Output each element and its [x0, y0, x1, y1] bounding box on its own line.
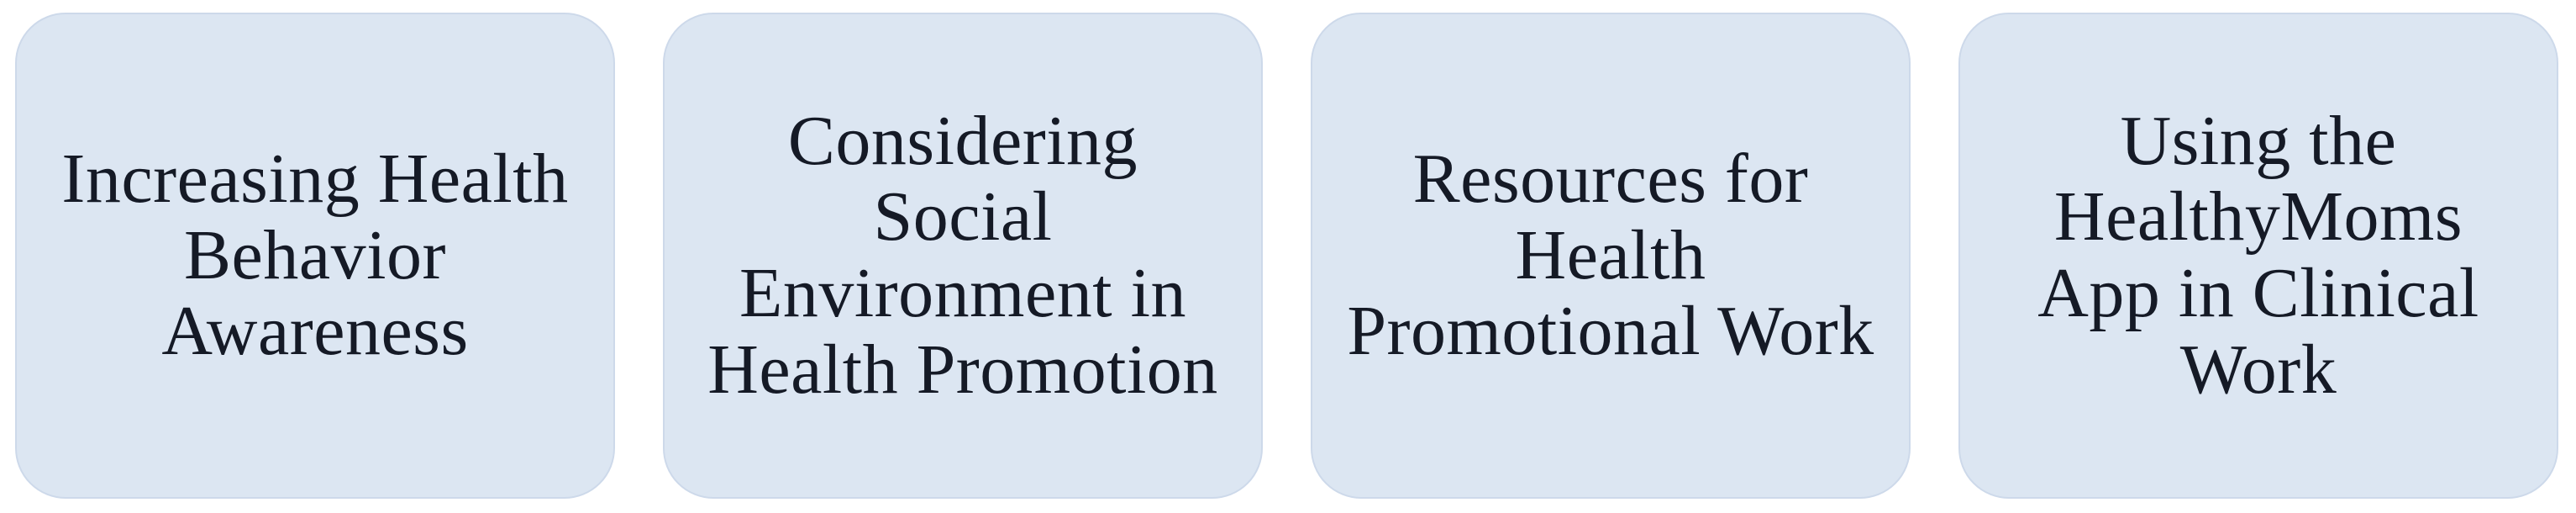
theme-card-resources-for-health-promotional-work: Resources for Health Promotional Work	[1311, 13, 1911, 499]
card-line: Social	[873, 177, 1053, 256]
card-line: Health	[1515, 215, 1706, 294]
theme-card-increasing-health-behavior-awareness: Increasing Health Behavior Awareness	[15, 13, 615, 499]
theme-card-considering-social-environment: Considering Social Environment in Health…	[663, 13, 1263, 499]
theme-card-using-healthymoms-app-in-clinical-work: Using the HealthyMoms App in Clinical Wo…	[1958, 13, 2558, 499]
card-text: Resources for Health Promotional Work	[1347, 139, 1874, 371]
card-line: Considering	[787, 101, 1138, 180]
card-line: Behavior	[184, 215, 446, 294]
card-line: Increasing Health	[61, 139, 569, 218]
card-line: HealthyMoms	[2053, 177, 2463, 256]
card-line: Promotional Work	[1347, 292, 1874, 371]
card-line: Work	[2179, 330, 2337, 409]
card-line: Awareness	[161, 292, 469, 371]
card-line: Using the	[2120, 101, 2397, 180]
card-text: Increasing Health Behavior Awareness	[61, 139, 569, 371]
card-line: Environment in	[739, 254, 1186, 332]
card-text: Considering Social Environment in Health…	[707, 103, 1218, 409]
card-line: Health Promotion	[707, 330, 1218, 409]
card-text: Using the HealthyMoms App in Clinical Wo…	[2037, 103, 2479, 409]
card-line: Resources for	[1412, 139, 1809, 218]
card-line: App in Clinical	[2037, 254, 2479, 332]
